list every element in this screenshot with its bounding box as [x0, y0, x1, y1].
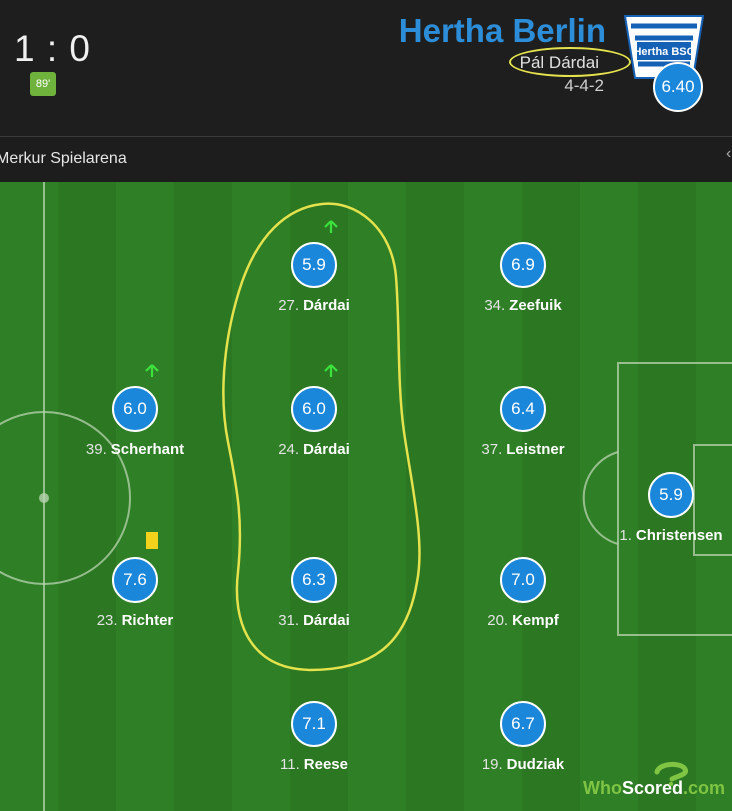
player-rating: 6.0: [112, 386, 158, 432]
player-card[interactable]: 6.9 34.Zeefuik: [453, 242, 593, 332]
player-name-label: 11.Reese: [244, 756, 384, 773]
player-rating: 7.1: [291, 701, 337, 747]
player-card[interactable]: 5.9 27.Dárdai: [244, 242, 384, 332]
player-name-label: 19.Dudziak: [453, 756, 593, 773]
player-name: Zeefuik: [509, 297, 562, 314]
player-card[interactable]: 6.7 19.Dudziak: [453, 701, 593, 791]
match-score: 1 : 0: [14, 28, 91, 69]
question-mark-logo-icon: [654, 762, 688, 786]
player-card[interactable]: 6.3 31.Dárdai: [244, 557, 384, 647]
player-card[interactable]: 7.1 11.Reese: [244, 701, 384, 791]
player-name-label: 27.Dárdai: [244, 297, 384, 314]
player-name: Christensen: [635, 527, 723, 544]
player-card[interactable]: 7.0 20.Kempf: [453, 557, 593, 647]
pitch: 5.9 27.Dárdai 6.9 34.Zeefuik 6.0 39.Sche…: [0, 182, 732, 811]
team-name[interactable]: Hertha Berlin: [398, 12, 606, 49]
player-card[interactable]: 7.6 23.Richter: [65, 557, 205, 647]
player-rating: 6.0: [291, 386, 337, 432]
player-name: Dárdai: [303, 297, 350, 314]
player-name: Leistner: [506, 441, 565, 458]
sub-arrow-icon: [324, 364, 338, 377]
player-card[interactable]: 6.0 39.Scherhant: [65, 386, 205, 476]
player-number: 20.: [487, 612, 509, 629]
player-number: 11.: [280, 756, 300, 773]
player-number: 23.: [96, 612, 118, 629]
player-number: 34.: [484, 297, 506, 314]
player-number: 31.: [278, 612, 300, 629]
player-name-label: 34.Zeefuik: [453, 297, 593, 314]
player-name-label: 23.Richter: [65, 612, 205, 629]
player-name-label: 39.Scherhant: [65, 441, 205, 458]
player-number: 27.: [278, 297, 300, 314]
player-card[interactable]: 6.4 37.Leistner: [453, 386, 593, 476]
sub-arrow-icon: [324, 220, 338, 233]
venue-name: Merkur Spielarena: [0, 150, 127, 167]
player-rating: 6.4: [500, 386, 546, 432]
player-rating: 5.9: [291, 242, 337, 288]
sub-arrow-icon: [145, 364, 159, 377]
player-name-label: 1.Christensen: [601, 527, 732, 544]
player-card[interactable]: 6.0 24.Dárdai: [244, 386, 384, 476]
player-name: Kempf: [512, 612, 559, 629]
player-name: Scherhant: [110, 441, 185, 458]
player-rating: 7.6: [112, 557, 158, 603]
player-name-label: 31.Dárdai: [244, 612, 384, 629]
player-name: Reese: [303, 756, 348, 773]
player-name: Dárdai: [303, 441, 350, 458]
player-name-label: 20.Kempf: [453, 612, 593, 629]
player-rating: 5.9: [648, 472, 694, 518]
formation-label: 4-4-2: [564, 76, 604, 95]
player-rating: 6.7: [500, 701, 546, 747]
team-rating-badge: 6.40: [653, 62, 703, 112]
player-name: Dárdai: [303, 612, 350, 629]
match-minute-badge: 89': [30, 72, 56, 96]
player-rating: 7.0: [500, 557, 546, 603]
player-rating: 6.9: [500, 242, 546, 288]
venue-bar: Merkur Spielarena ‹: [0, 136, 732, 183]
player-number: 37.: [481, 441, 503, 458]
player-name: Dudziak: [506, 756, 565, 773]
player-number: 39.: [85, 441, 107, 458]
player-name: Richter: [121, 612, 174, 629]
manager-highlight-circle: [509, 47, 631, 77]
player-name-label: 37.Leistner: [453, 441, 593, 458]
player-number: 1.: [619, 527, 632, 544]
match-header: 1 : 0 89' Hertha Berlin Pál Dárdai 4-4-2…: [0, 0, 732, 136]
player-number: 24.: [278, 441, 300, 458]
pitch-markings: [0, 182, 732, 811]
player-number: 19.: [481, 756, 503, 773]
chevron-left-icon[interactable]: ‹: [726, 145, 732, 162]
player-card[interactable]: 5.9 1.Christensen: [601, 472, 732, 562]
player-name-label: 24.Dárdai: [244, 441, 384, 458]
player-rating: 6.3: [291, 557, 337, 603]
whoscored-logo: WhoScored.com: [583, 778, 726, 798]
yellow-card-icon: [146, 532, 158, 549]
crest-text: Hertha BSC: [633, 46, 694, 58]
